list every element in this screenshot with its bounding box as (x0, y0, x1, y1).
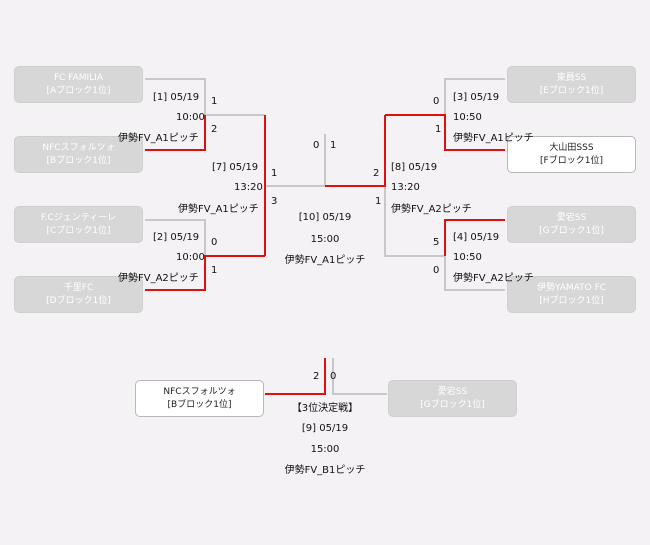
team-block: [Eブロック1位] (539, 85, 604, 96)
match-score: 0 (313, 140, 320, 151)
team-box-r3[interactable]: 愛宕SS [Gブロック1位] (507, 206, 636, 243)
match-time: 10:50 (453, 252, 482, 263)
team-box-r4[interactable]: 伊勢YAMATO FC [Hブロック1位] (507, 276, 636, 313)
match-time: 10:00 (176, 112, 205, 123)
match-time: 13:20 (391, 182, 420, 193)
match-score: 0 (433, 265, 440, 276)
team-block: [Bブロック1位] (46, 155, 111, 166)
match-pitch: 伊勢FV_B1ピッチ (284, 465, 366, 476)
team-name: 愛宕SS (437, 386, 468, 397)
match-score: 0 (433, 96, 440, 107)
match-pitch: 伊勢FV_A2ピッチ (391, 204, 472, 215)
team-block: [Hブロック1位] (539, 295, 604, 306)
match-pitch: 伊勢FV_A1ピッチ (284, 255, 366, 266)
team-name: 大山田SSS (549, 142, 594, 153)
match-score: 1 (435, 124, 442, 135)
match-time: 13:20 (234, 182, 263, 193)
team-name: NFCスフォルツォ (163, 386, 236, 397)
match-number: [8] 05/19 (391, 162, 438, 173)
match-score: 1 (271, 168, 278, 179)
team-box-third-place-loser[interactable]: 愛宕SS [Gブロック1位] (388, 380, 517, 417)
team-name: 伊勢YAMATO FC (536, 282, 607, 293)
team-box-l3[interactable]: F.Cジェンティーレ [Cブロック1位] (14, 206, 143, 243)
match-score: 1 (375, 196, 382, 207)
team-box-l1[interactable]: FC FAMILIA [Aブロック1位] (14, 66, 143, 103)
match-score: 2 (313, 371, 320, 382)
team-box-l4[interactable]: 千里FC [Dブロック1位] (14, 276, 143, 313)
match-score: 2 (373, 168, 380, 179)
match-score: 2 (211, 124, 218, 135)
team-box-r2-champion[interactable]: 大山田SSS [Fブロック1位] (507, 136, 636, 173)
team-block: [Bブロック1位] (167, 399, 232, 410)
team-name: NFCスフォルツォ (42, 142, 115, 153)
match-number: [4] 05/19 (453, 232, 500, 243)
match-number: [7] 05/19 (212, 162, 259, 173)
team-block: [Gブロック1位] (539, 225, 604, 236)
team-box-third-place-winner[interactable]: NFCスフォルツォ [Bブロック1位] (135, 380, 264, 417)
match-score: 0 (211, 237, 218, 248)
team-block: [Gブロック1位] (420, 399, 485, 410)
team-box-r1[interactable]: 東員SS [Eブロック1位] (507, 66, 636, 103)
match-time: 15:00 (310, 234, 340, 245)
match-time: 10:00 (176, 252, 205, 263)
team-name: 東員SS (556, 72, 587, 83)
match-time: 10:50 (453, 112, 482, 123)
team-box-l2[interactable]: NFCスフォルツォ [Bブロック1位] (14, 136, 143, 173)
team-block: [Fブロック1位] (540, 155, 603, 166)
match-number: [1] 05/19 (153, 92, 200, 103)
match-pitch: 伊勢FV_A1ピッチ (118, 133, 199, 144)
match-score: 5 (433, 237, 440, 248)
match-number: [9] 05/19 (301, 423, 349, 434)
team-block: [Cブロック1位] (46, 225, 111, 236)
team-name: 千里FC (63, 282, 94, 293)
match-pitch: 伊勢FV_A2ピッチ (453, 273, 534, 284)
match-score: 0 (330, 371, 337, 382)
match-number: [2] 05/19 (153, 232, 200, 243)
team-block: [Dブロック1位] (46, 295, 111, 306)
match-score: 1 (211, 265, 218, 276)
match-time: 15:00 (310, 444, 340, 455)
match-score: 3 (271, 196, 278, 207)
match-score: 1 (330, 140, 337, 151)
team-name: F.Cジェンティーレ (40, 212, 117, 223)
team-name: FC FAMILIA (53, 72, 104, 83)
match-pitch: 伊勢FV_A1ピッチ (453, 133, 534, 144)
third-place-title: 【3位決定戦】 (291, 403, 359, 414)
team-block: [Aブロック1位] (46, 85, 111, 96)
match-pitch: 伊勢FV_A1ピッチ (178, 204, 259, 215)
team-name: 愛宕SS (556, 212, 587, 223)
match-score: 1 (211, 96, 218, 107)
match-pitch: 伊勢FV_A2ピッチ (118, 273, 199, 284)
match-number: [3] 05/19 (453, 92, 500, 103)
match-number: [10] 05/19 (298, 212, 352, 223)
